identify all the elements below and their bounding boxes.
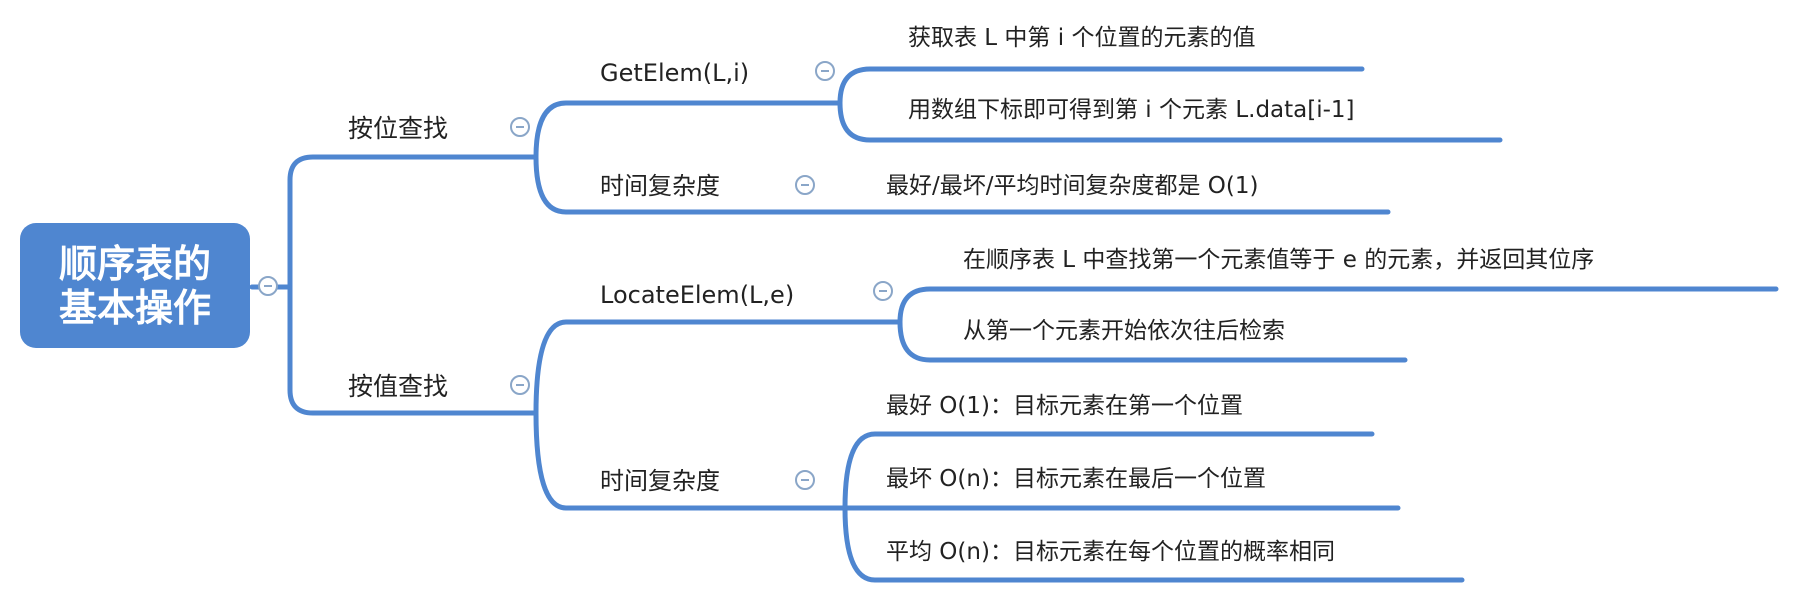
leaf-getelem-desc[interactable]: 获取表 L 中第 i 个位置的元素的值 xyxy=(908,25,1256,51)
minus-circle-icon[interactable] xyxy=(795,175,815,195)
minus-circle-icon[interactable] xyxy=(258,276,278,296)
root-title-line2: 基本操作 xyxy=(58,285,211,330)
node-by-position[interactable]: 按位查找 xyxy=(348,114,449,143)
leaf-val-worst[interactable]: 最坏 O(n)：目标元素在最后一个位置 xyxy=(886,466,1266,492)
leaf-pos-complexity[interactable]: 最好/最坏/平均时间复杂度都是 O(1) xyxy=(886,173,1259,199)
node-pos-complexity[interactable]: 时间复杂度 xyxy=(600,172,720,200)
minus-circle-icon[interactable] xyxy=(510,375,530,395)
node-getelem[interactable]: GetElem(L,i) xyxy=(600,59,750,87)
leaf-getelem-index[interactable]: 用数组下标即可得到第 i 个元素 L.data[i-1] xyxy=(908,97,1355,123)
root-title-line1: 顺序表的 xyxy=(58,241,211,286)
minus-circle-icon[interactable] xyxy=(873,281,893,301)
leaf-locate-scan[interactable]: 从第一个元素开始依次往后检索 xyxy=(963,318,1285,344)
node-by-value[interactable]: 按值查找 xyxy=(348,372,449,401)
root-node[interactable]: 顺序表的 基本操作 xyxy=(20,223,250,348)
leaf-val-best[interactable]: 最好 O(1)：目标元素在第一个位置 xyxy=(886,393,1243,419)
minus-circle-icon[interactable] xyxy=(510,117,530,137)
node-locateelem[interactable]: LocateElem(L,e) xyxy=(600,281,795,309)
node-val-complexity[interactable]: 时间复杂度 xyxy=(600,467,720,495)
minus-circle-icon[interactable] xyxy=(795,470,815,490)
leaf-val-average[interactable]: 平均 O(n)：目标元素在每个位置的概率相同 xyxy=(886,539,1335,565)
leaf-locate-desc[interactable]: 在顺序表 L 中查找第一个元素值等于 e 的元素，并返回其位序 xyxy=(963,247,1595,273)
minus-circle-icon[interactable] xyxy=(815,61,835,81)
